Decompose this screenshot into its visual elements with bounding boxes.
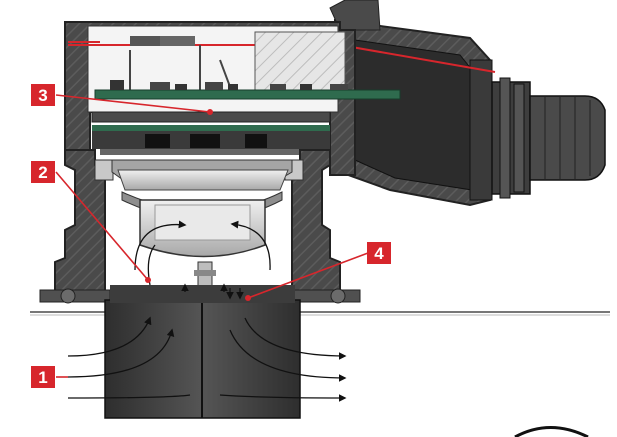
cable-entry-housing	[329, 0, 496, 207]
callout-badge-2: 2	[31, 161, 55, 183]
sensor-optics	[111, 159, 293, 293]
leader-lines	[55, 94, 369, 378]
callout-badge-4: 4	[367, 242, 391, 264]
flow-arrow-icon	[67, 220, 347, 402]
callout-badge-3: 3	[31, 84, 55, 106]
callout-badge-1: 1	[31, 366, 55, 388]
callout-label-4: 4	[374, 244, 384, 263]
leader-dots	[145, 109, 251, 301]
screw-icon	[60, 288, 346, 304]
partial-ring-shape	[514, 426, 589, 437]
callout-label-3: 3	[38, 86, 47, 105]
cable-gland-icon	[491, 77, 606, 199]
air-duct	[104, 285, 301, 419]
callout-label-2: 2	[38, 163, 47, 182]
circuit-board	[91, 80, 401, 155]
callout-label-1: 1	[38, 368, 47, 387]
